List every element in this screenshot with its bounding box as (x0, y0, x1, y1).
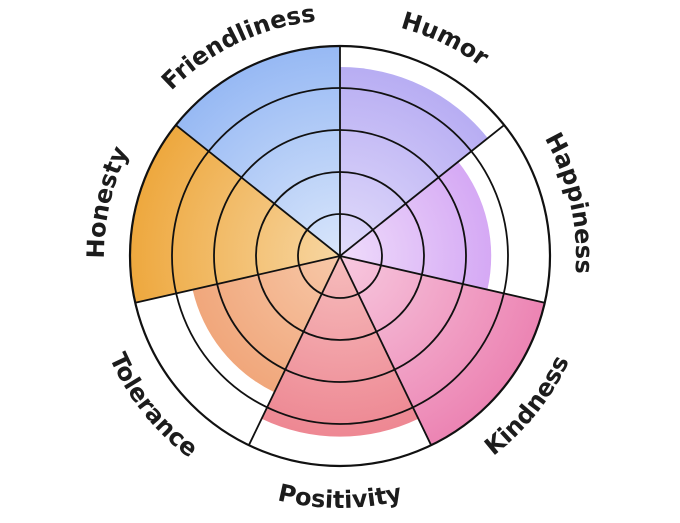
label-humor: Humor (398, 7, 494, 72)
label-tolerance: Tolerance (104, 348, 203, 463)
spoke-3 (339, 255, 545, 304)
label-positivity: Positivity (276, 479, 405, 514)
spoke-7 (175, 124, 341, 257)
segment-humor (340, 67, 488, 256)
spoke-5 (248, 255, 341, 446)
label-happiness: Happiness (539, 128, 598, 275)
segments-layer (130, 46, 545, 446)
label-honesty: Honesty (82, 142, 134, 259)
segment-positivity (261, 256, 419, 437)
spoke-2 (339, 124, 505, 257)
spoke-4 (339, 255, 432, 446)
segment-tolerance (192, 256, 340, 393)
segment-honesty (130, 125, 340, 303)
segment-friendliness (175, 46, 340, 256)
spoke-6 (135, 255, 341, 304)
grid-layer (128, 44, 552, 468)
segment-happiness (340, 161, 492, 290)
